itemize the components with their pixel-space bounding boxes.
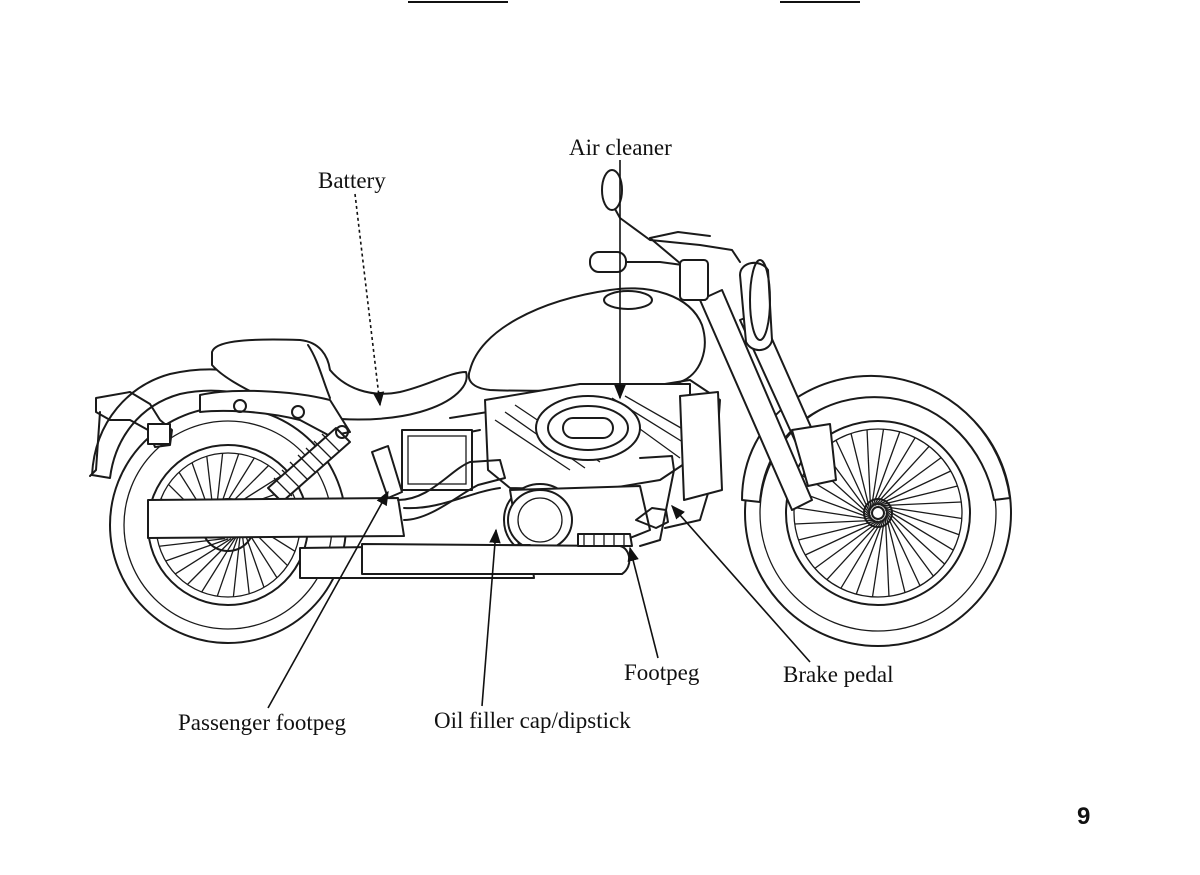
wheel-spoke <box>216 533 240 597</box>
brake-pedal <box>635 507 669 529</box>
rear-shock <box>267 425 351 503</box>
wheel-spoke <box>850 433 871 512</box>
wheel-spoke <box>883 506 960 536</box>
wheel-spoke <box>866 429 872 510</box>
wheel-spoke <box>871 517 886 597</box>
footpeg-leader <box>627 546 659 659</box>
brake-pedal-leader <box>671 504 811 663</box>
exhaust <box>147 455 675 579</box>
oil-filler-label: Oil filler cap/dipstick <box>434 708 631 733</box>
wheel-spoke <box>835 439 871 514</box>
wheel-spoke <box>882 505 962 520</box>
wheel-spoke <box>794 506 874 521</box>
wheel-spoke <box>884 516 890 597</box>
rider-footpeg <box>577 533 633 547</box>
wheel-spoke <box>826 519 882 581</box>
fuel-tank <box>467 287 706 392</box>
engine <box>484 383 691 557</box>
wheel-spoke <box>855 518 885 595</box>
wheel-spoke <box>201 535 238 593</box>
headlight <box>739 259 773 351</box>
wheel-spoke <box>881 501 962 507</box>
leader-lines <box>267 160 811 709</box>
air-cleaner-label: Air cleaner <box>569 135 672 160</box>
wheel-spoke <box>879 485 958 506</box>
wheel-spoke <box>876 457 942 506</box>
footpeg-label: Footpeg <box>624 660 700 685</box>
wheel-spoke <box>870 429 885 509</box>
wheel-spoke <box>232 531 242 597</box>
oil-filler-leader <box>481 528 501 707</box>
wheel-spoke <box>165 538 229 562</box>
wheel-spoke <box>174 538 232 575</box>
brake-pedal-label: Brake pedal <box>783 662 894 687</box>
wheel-spoke <box>884 509 946 565</box>
handlebar <box>589 169 741 301</box>
battery-label: Battery <box>318 168 386 193</box>
wheel-spoke <box>877 470 952 506</box>
wheel-spoke <box>884 507 954 551</box>
wheel-spoke <box>885 511 934 577</box>
battery-leader <box>354 193 385 407</box>
page-number: 9 <box>1077 803 1091 830</box>
wheel-spoke <box>872 437 916 507</box>
passenger-footpeg-leader <box>267 490 389 709</box>
wheel-spoke <box>804 520 879 556</box>
wheel-spoke <box>794 519 875 525</box>
wheel-spoke <box>186 537 235 585</box>
wheel-spoke <box>871 431 901 508</box>
wheel-spoke <box>885 514 906 593</box>
passenger-footpeg-label: Passenger footpeg <box>178 710 346 735</box>
battery-box <box>401 429 473 491</box>
wheel-spoke <box>885 512 921 587</box>
wheel-spoke <box>241 528 250 594</box>
wheel-spoke <box>798 520 877 541</box>
wheel-spoke <box>874 445 930 507</box>
wheel-spoke <box>814 520 880 569</box>
wheel-spoke <box>840 519 884 589</box>
front-fender <box>741 375 1011 503</box>
wheel-spoke <box>159 538 225 547</box>
